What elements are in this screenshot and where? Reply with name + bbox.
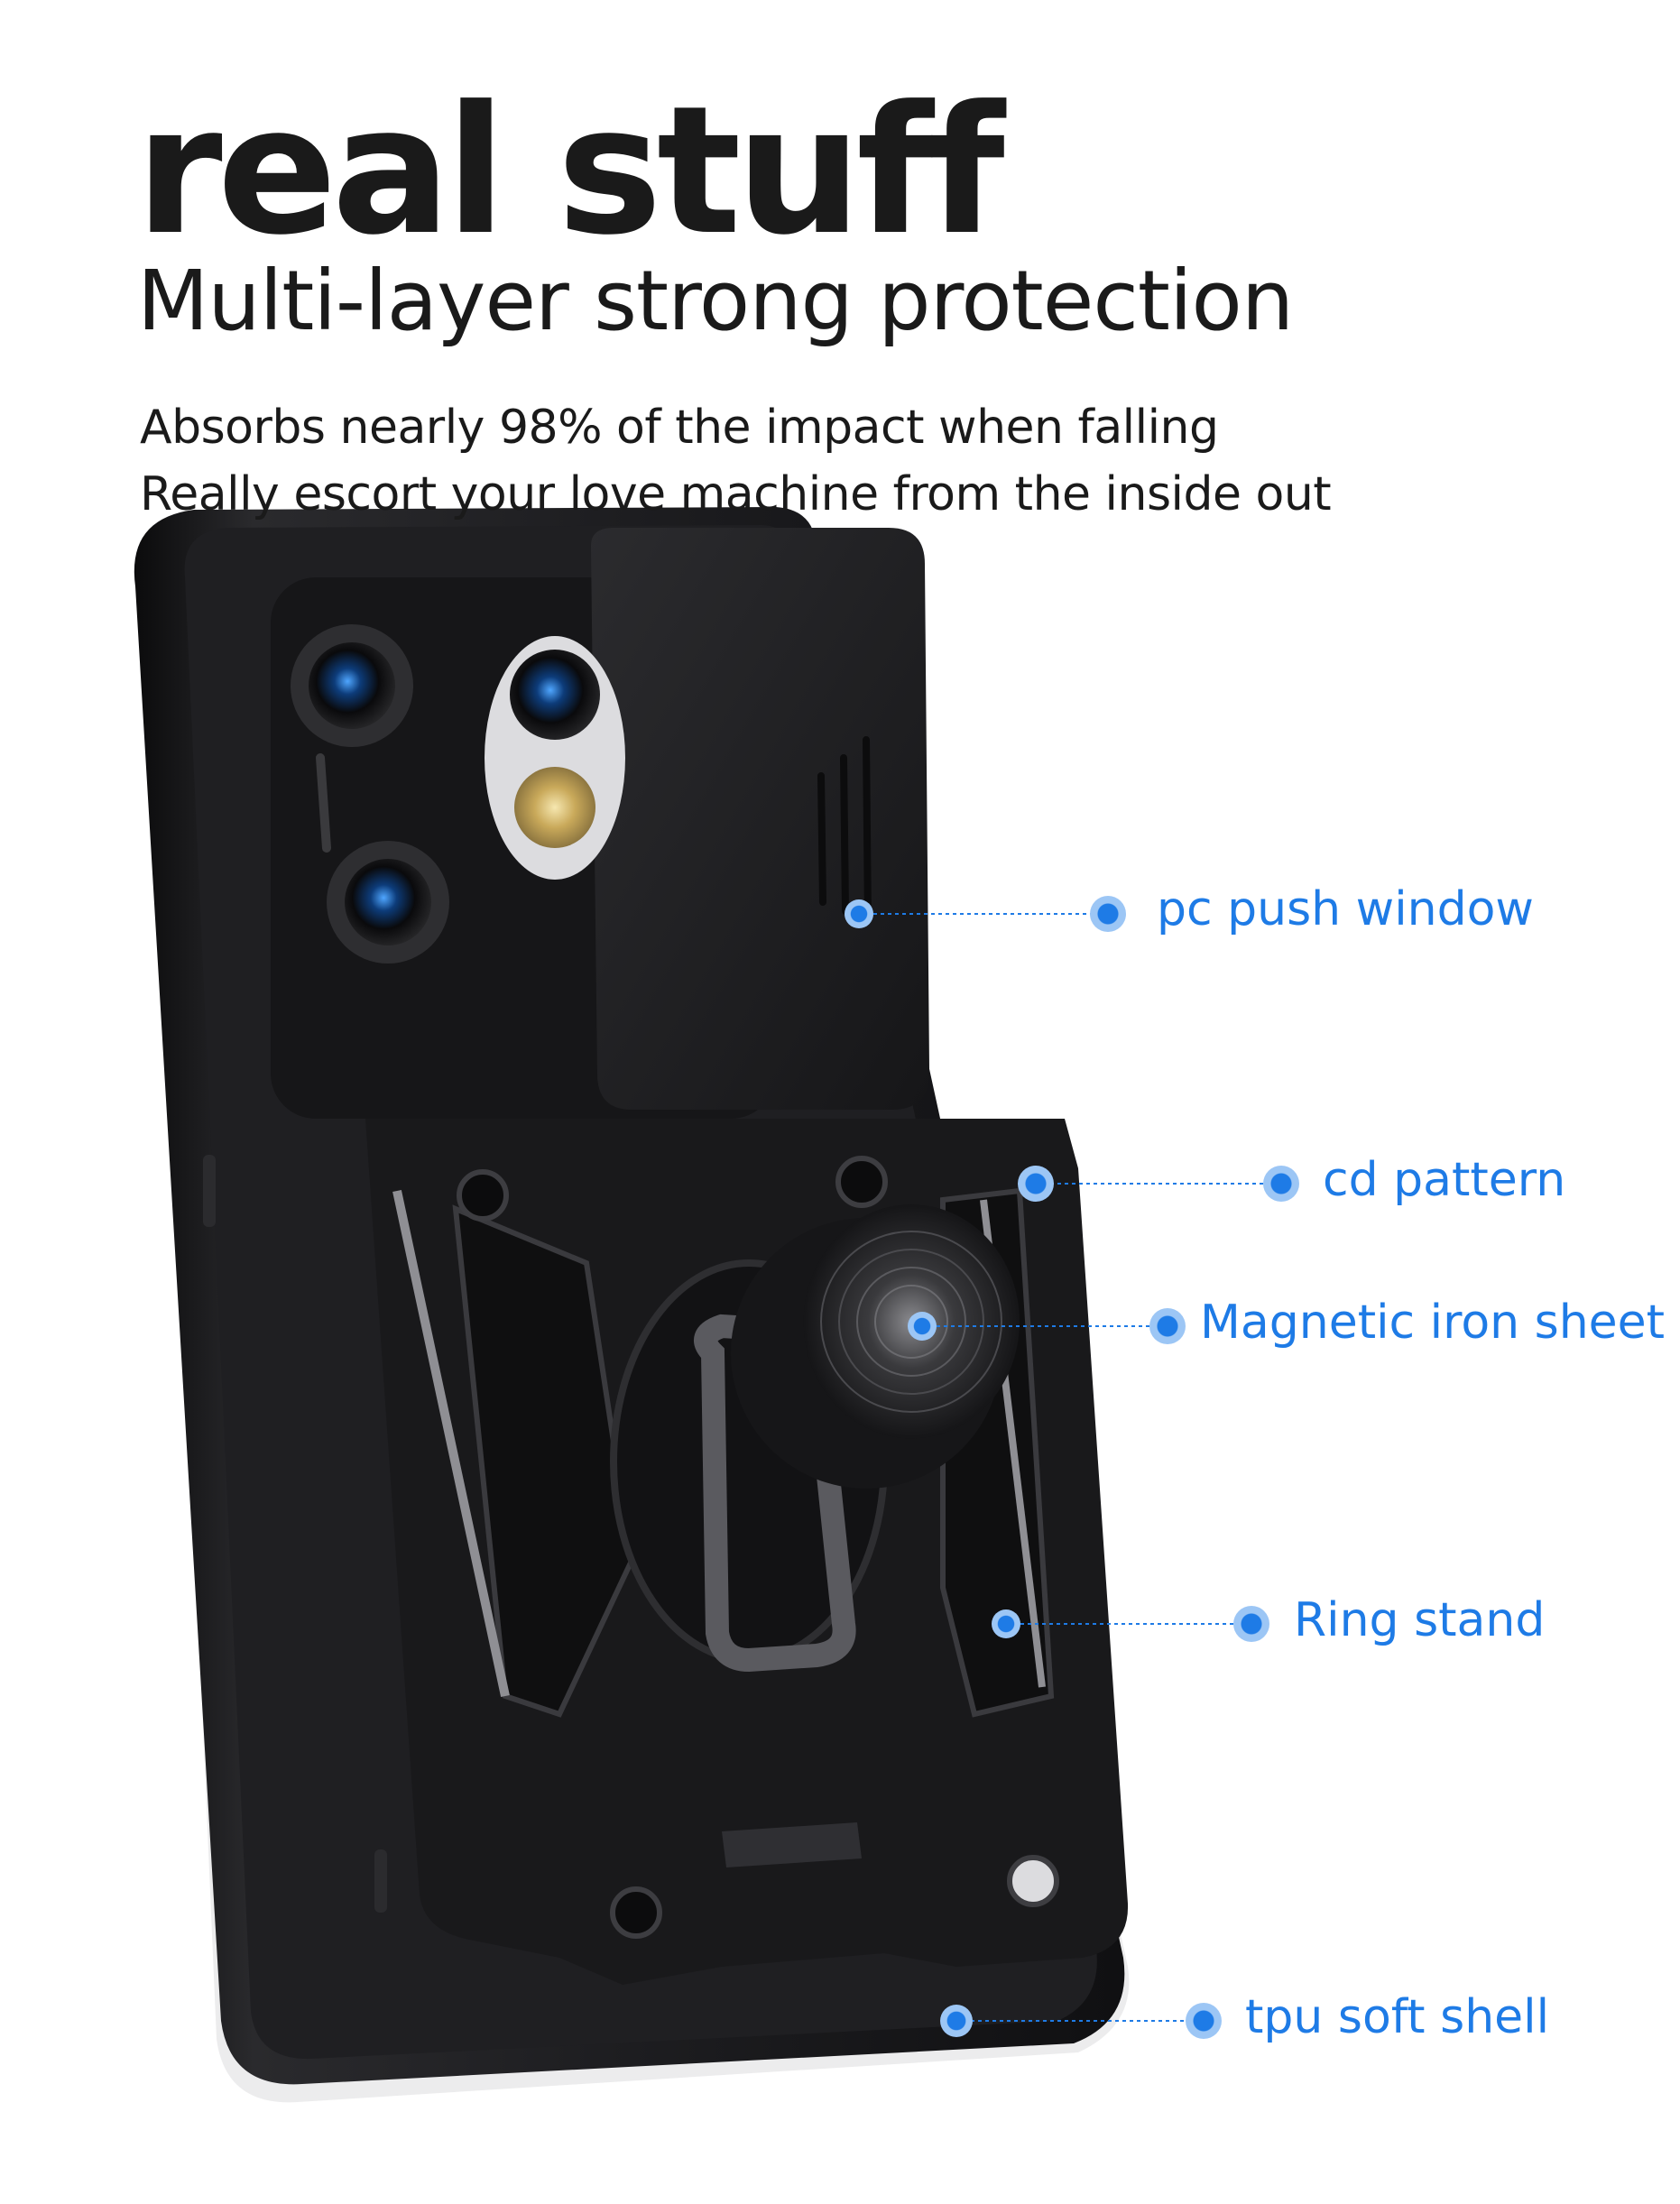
slider-groove-1 [817, 772, 826, 906]
callout-tpu-soft-shell-leader [940, 2003, 1222, 2039]
cd-ring-3 [856, 1267, 966, 1377]
callout-magnetic-iron-sheet-label: Magnetic iron sheet [1200, 1296, 1666, 1350]
armor-hex-grid [722, 1822, 862, 1867]
armor-screw-3 [610, 1886, 662, 1939]
lens-2 [345, 859, 431, 945]
lens-3 [510, 650, 600, 740]
cd-ring-1 [820, 1231, 1002, 1413]
armor-screw-1 [457, 1169, 509, 1222]
callout-pc-push-window-label: pc push window [1157, 882, 1534, 936]
headline-title: real stuff [135, 69, 1005, 274]
callout-cd-pattern-label: cd pattern [1323, 1153, 1566, 1207]
callout-magnetic-iron-sheet-leader [908, 1308, 1186, 1344]
callout-ring-stand-leader [992, 1606, 1269, 1642]
description-line-1: Absorbs nearly 98% of the impact when fa… [140, 401, 1219, 455]
side-button-2 [374, 1849, 387, 1913]
armor-silver-edge-left [392, 1189, 510, 1698]
headline-subtitle: Multi-layer strong protection [137, 253, 1294, 349]
armor-screw-2 [835, 1156, 888, 1208]
armor-frame-left [452, 1204, 635, 1718]
description-line-2: Really escort your love machine from the… [140, 467, 1332, 521]
slider-groove-3 [863, 736, 872, 924]
armor-screw-4 [1007, 1855, 1059, 1907]
pc-push-window-slider [591, 528, 929, 1110]
callout-ring-stand-label: Ring stand [1294, 1593, 1546, 1647]
cd-ring-2 [838, 1249, 984, 1395]
camera-flash [514, 767, 595, 848]
mic-slot [316, 753, 331, 853]
callout-tpu-soft-shell-label: tpu soft shell [1245, 1990, 1550, 2044]
callout-pc-push-window-leader [845, 896, 1126, 932]
lens-1 [309, 642, 395, 729]
side-button-1 [203, 1155, 216, 1227]
slider-groove-2 [840, 754, 849, 915]
callout-cd-pattern-leader [1018, 1166, 1299, 1202]
cd-ring-4 [874, 1285, 948, 1359]
ring-stand [694, 1314, 856, 1673]
